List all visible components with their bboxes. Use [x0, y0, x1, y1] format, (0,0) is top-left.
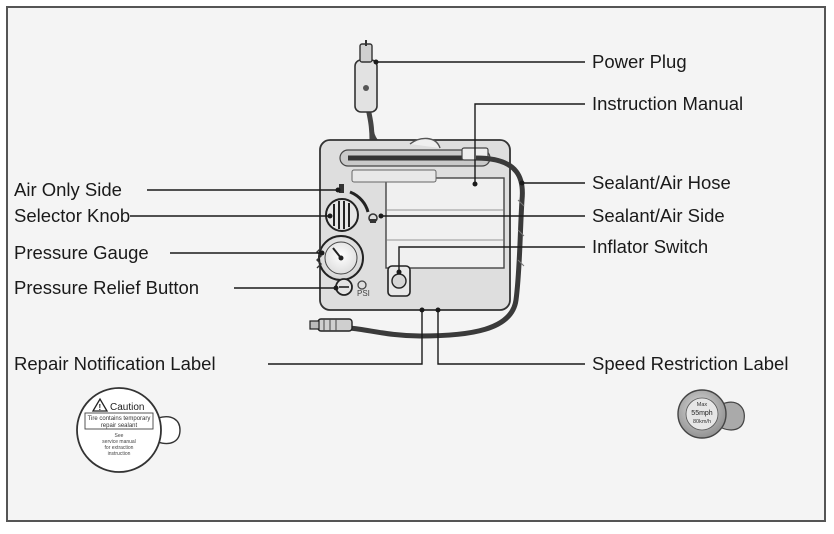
label-power-plug: Power Plug [592, 51, 687, 72]
compressor-device: PSI [309, 40, 525, 339]
label-pressure-relief-button: Pressure Relief Button [14, 277, 199, 298]
instruction-manual-panel [385, 177, 505, 269]
speed-restriction-sticker: Max 55mph 80km/h [677, 389, 745, 439]
caution-line-6: instruction [108, 451, 131, 457]
label-speed-restriction: Speed Restriction Label [592, 353, 788, 374]
label-inflator-switch: Inflator Switch [592, 236, 708, 257]
caution-line-4: service manual [102, 439, 136, 445]
svg-text:!: ! [99, 403, 102, 412]
speed-line-2: 55mph [691, 410, 713, 417]
selector-arc-icon [349, 190, 370, 213]
label-sealant-air-hose: Sealant/Air Hose [592, 172, 731, 193]
label-pressure-gauge: Pressure Gauge [14, 242, 149, 263]
label-sealant-air-side: Sealant/Air Side [592, 205, 725, 226]
speed-line-1: Max [697, 402, 708, 408]
caution-heading: Caution [110, 402, 144, 413]
caution-sticker: ! Caution Tire contains temporary repair… [76, 387, 181, 473]
label-repair-notification: Repair Notification Label [14, 353, 216, 374]
hose-nozzle-icon [309, 318, 353, 332]
label-instruction-manual: Instruction Manual [592, 93, 743, 114]
caution-line-2: repair sealant [101, 423, 138, 429]
svg-text:PSI: PSI [357, 289, 370, 298]
callout-labels: Power Plug Instruction Manual Sealant/Ai… [14, 51, 788, 374]
air-only-marker-icon [339, 184, 344, 193]
label-selector-knob: Selector Knob [14, 205, 130, 226]
inflator-switch-icon [387, 265, 411, 297]
selector-knob-icon [325, 198, 359, 232]
power-plug-icon [354, 40, 378, 113]
caution-line-3: See [115, 433, 124, 439]
speed-line-3: 80km/h [693, 419, 711, 425]
caution-line-5: for extraction [105, 445, 134, 451]
warning-triangle-icon [91, 397, 109, 412]
sealant-air-marker-icon [368, 213, 378, 223]
leader-lines [130, 59, 585, 365]
caution-line-1: Tire contains temporary [88, 416, 151, 422]
label-air-only-side: Air Only Side [14, 179, 122, 200]
